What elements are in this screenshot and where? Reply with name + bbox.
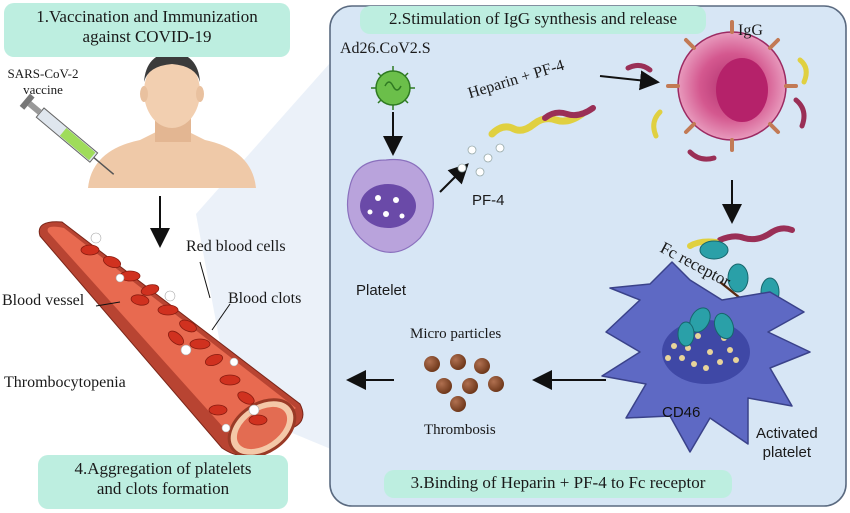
igg-cell-illustration xyxy=(625,20,809,162)
person-illustration xyxy=(88,52,256,188)
step-4-title-line1: 4.Aggregation of platelets xyxy=(74,459,252,478)
vaccine-label-line2: vaccine xyxy=(23,82,63,97)
micro-particles-label: Micro particles xyxy=(410,326,502,342)
blood-vessel-illustration xyxy=(38,221,304,458)
micro-particles-icon xyxy=(424,354,504,412)
step-1-title-line1: 1.Vaccination and Immunization xyxy=(36,7,258,26)
step-3-title: 3.Binding of Heparin + PF-4 to Fc recept… xyxy=(410,473,706,492)
blood-clots-label: Blood clots xyxy=(228,290,302,307)
platelet-icon xyxy=(346,158,434,253)
thrombosis-label: Thrombosis xyxy=(424,422,496,438)
step-2-title: 2.Stimulation of IgG synthesis and relea… xyxy=(388,9,677,28)
step-1-title-line2: against COVID-19 xyxy=(82,27,212,46)
step-2-pill: 2.Stimulation of IgG synthesis and relea… xyxy=(360,6,706,34)
activated-platelet-line2: platelet xyxy=(762,444,812,461)
activated-platelet-illustration xyxy=(601,261,811,453)
cd46-label: CD46 xyxy=(662,404,701,421)
adenovirus-label: Ad26.CoV2.S xyxy=(340,40,431,57)
step-1-pill: 1.Vaccination and Immunization against C… xyxy=(4,3,290,57)
heparin-strand xyxy=(488,110,586,138)
igg-label: IgG xyxy=(738,22,763,39)
adenovirus-icon xyxy=(371,66,415,110)
syringe-icon xyxy=(19,93,115,175)
blood-vessel-label: Blood vessel xyxy=(2,292,85,309)
thrombocytopenia-label: Thrombocytopenia xyxy=(4,374,126,391)
step-4-pill: 4.Aggregation of platelets and clots for… xyxy=(38,455,288,509)
vaccine-label-line1: SARS-CoV-2 xyxy=(7,66,79,81)
vaccine-label: SARS-CoV-2 vaccine xyxy=(0,66,86,98)
step-3-pill: 3.Binding of Heparin + PF-4 to Fc recept… xyxy=(384,470,732,498)
red-blood-cells-label: Red blood cells xyxy=(186,238,286,255)
pf4-label: PF-4 xyxy=(472,192,505,209)
activated-platelet-line1: Activated xyxy=(756,425,818,442)
activated-platelet-label: Activated platelet xyxy=(756,424,818,462)
step-4-title-line2: and clots formation xyxy=(96,479,230,498)
platelet-label: Platelet xyxy=(356,282,407,299)
pf4-particles xyxy=(457,143,505,177)
